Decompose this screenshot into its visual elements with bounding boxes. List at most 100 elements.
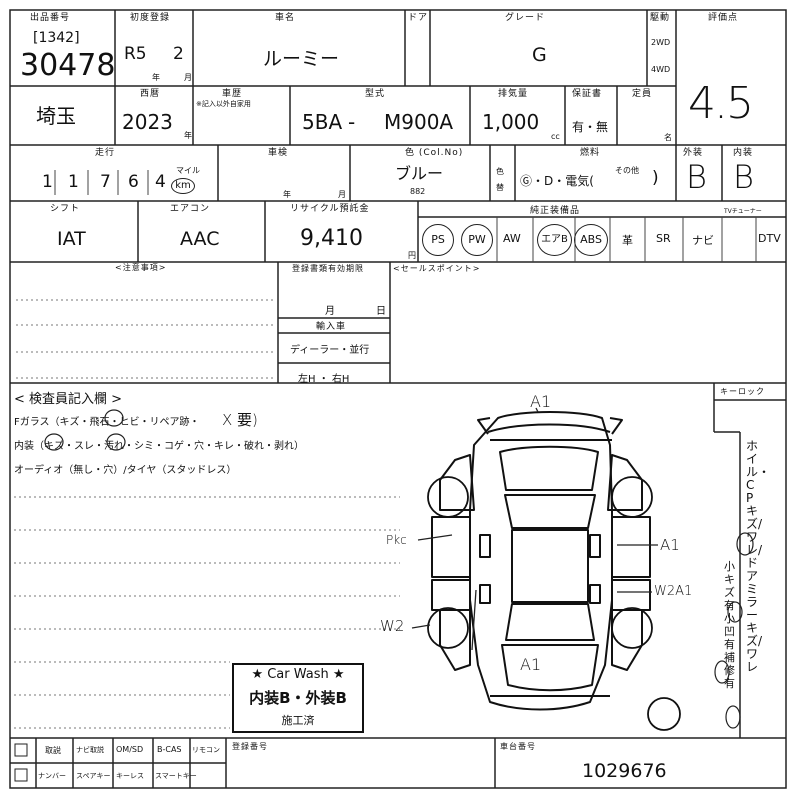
- lot-number: 30478: [20, 48, 116, 83]
- inspection-label: 車検: [268, 148, 289, 158]
- km-unit-circled: km: [171, 178, 195, 194]
- fuel-other: その他: [615, 166, 639, 175]
- lot-sub-number: [1342]: [33, 30, 80, 46]
- inspector-line-1-mark: X 要): [222, 411, 258, 429]
- first-reg-era: R5: [124, 44, 147, 64]
- equipment-abs: ABS: [574, 224, 608, 256]
- mark-rear: A1: [520, 655, 542, 674]
- shift-label: シフト: [50, 204, 81, 214]
- import-label: 輸入車: [316, 322, 347, 332]
- model-code: M900A: [384, 110, 454, 134]
- mark-front: A1: [530, 392, 552, 411]
- inspection-month-unit: 月: [338, 190, 346, 199]
- door-label: ドア: [408, 13, 429, 23]
- footer-item-bcas: B-CAS: [157, 745, 182, 754]
- footer-item-remote: リモコン: [192, 746, 220, 754]
- history-note: ※記入以外自家用: [196, 100, 251, 108]
- color-label: 色 (Col.No): [405, 148, 464, 158]
- fuel-close: ): [652, 168, 659, 188]
- yen-unit: 円: [408, 251, 416, 260]
- first-reg-label: 初度登録: [130, 13, 171, 23]
- model-prefix: 5BA: [302, 110, 343, 134]
- mileage-digit-2: 1: [68, 172, 79, 192]
- grade-value: G: [532, 44, 547, 66]
- recycle-label: リサイクル預託金: [290, 204, 370, 214]
- reg-no-label: 登録番号: [232, 742, 268, 751]
- footer-item-spare-key: スペアキー: [76, 772, 111, 780]
- color-change-label: 色替: [496, 167, 504, 192]
- inspector-title: < 検査員記入欄 >: [14, 392, 123, 407]
- equipment-aw: AW: [503, 232, 521, 245]
- western-year-label: 西暦: [140, 89, 161, 99]
- drive-4wd: 4WD: [651, 65, 671, 74]
- stamp-title: ★ Car Wash ★: [251, 667, 345, 682]
- side-notes: ホイル・CPキズ/ワレ/ドアミラーキズ/ワレ: [746, 439, 771, 674]
- equipment-ps: PS: [422, 224, 454, 256]
- capacity-unit: 名: [664, 133, 672, 142]
- car-name: ルーミー: [263, 48, 340, 70]
- mark-right-front: A1: [660, 536, 680, 554]
- footer-item-navi-manual: ナビ取説: [76, 746, 104, 754]
- equipment-sunroof: SR: [656, 232, 671, 245]
- stamp-footer: 施工済: [281, 714, 315, 727]
- first-reg-month: 2: [173, 44, 184, 64]
- exterior-grade: B: [686, 158, 707, 196]
- mileage-digit-1: 1: [42, 172, 53, 192]
- inspector-line-3: オーディオ（無し・穴）/タイヤ（スタッドレス）: [14, 465, 237, 476]
- western-year: 2023: [122, 110, 173, 134]
- shift-value: IAT: [57, 228, 86, 250]
- score-label: 評価点: [708, 13, 739, 23]
- mileage-digit-4: 6: [128, 172, 139, 192]
- model-dash: -: [348, 110, 356, 134]
- mileage-digit-3: 7: [100, 172, 111, 192]
- drive-label: 駆動: [650, 13, 671, 23]
- inspector-line-2: 内装（キズ・スレ・汚れ・シミ・コゲ・穴・キレ・破れ・剥れ）: [14, 441, 304, 452]
- equipment-dtv: DTV: [758, 232, 781, 245]
- year-unit: 年: [152, 73, 160, 82]
- footer-item-smart-key: スマートキー: [155, 772, 197, 780]
- notes-label: <注意事項>: [115, 263, 167, 272]
- equipment-label: 純正装備品: [530, 206, 581, 216]
- chassis-label: 車台番号: [500, 742, 536, 751]
- color-value: ブルー: [395, 164, 444, 183]
- equipment-leather: 革: [622, 234, 633, 247]
- car-name-label: 車名: [275, 13, 296, 23]
- warranty-value: 有・無: [572, 120, 609, 134]
- mile-unit: マイル: [176, 166, 200, 175]
- capacity-label: 定員: [632, 89, 653, 99]
- drive-2wd: 2WD: [651, 38, 671, 47]
- mileage-digit-5: 4: [155, 172, 166, 192]
- lot-label: 出品番号: [30, 13, 71, 23]
- equipment-airbag: エアB: [537, 224, 572, 256]
- fuel-options: Ⓖ・D・電気(: [520, 174, 594, 188]
- exterior-label: 外装: [683, 148, 704, 158]
- model-label: 型式: [365, 89, 386, 99]
- fuel-label: 燃料: [580, 148, 601, 158]
- mark-right-rear: W2A1: [654, 584, 693, 599]
- footer-item-manual: 取説: [45, 746, 61, 755]
- history-label: 車歴: [222, 89, 243, 99]
- mark-left-front: Pkc: [386, 533, 407, 547]
- interior-grade: B: [733, 158, 754, 196]
- footer-item-keyless: キーレス: [116, 772, 144, 780]
- cc-unit: cc: [551, 132, 560, 141]
- footer-item-om-sd: OM/SD: [116, 745, 144, 754]
- steering: 左H ・ 右H: [298, 374, 350, 385]
- sales-point-label: <セールスポイント>: [393, 264, 481, 273]
- stamp-body: 内装B・外装B: [249, 689, 347, 707]
- score-value: 4.5: [688, 78, 754, 129]
- equipment-navi: ナビ: [692, 234, 714, 247]
- interior-label: 内装: [733, 148, 754, 158]
- displacement-label: 排気量: [498, 89, 529, 99]
- warranty-label: 保証書: [572, 89, 603, 99]
- chassis-number: 1029676: [582, 760, 667, 782]
- aircon-value: AAC: [180, 228, 220, 250]
- aircon-label: エアコン: [170, 204, 211, 214]
- reg-day-unit: 日: [376, 306, 386, 317]
- month-unit: 月: [184, 73, 192, 82]
